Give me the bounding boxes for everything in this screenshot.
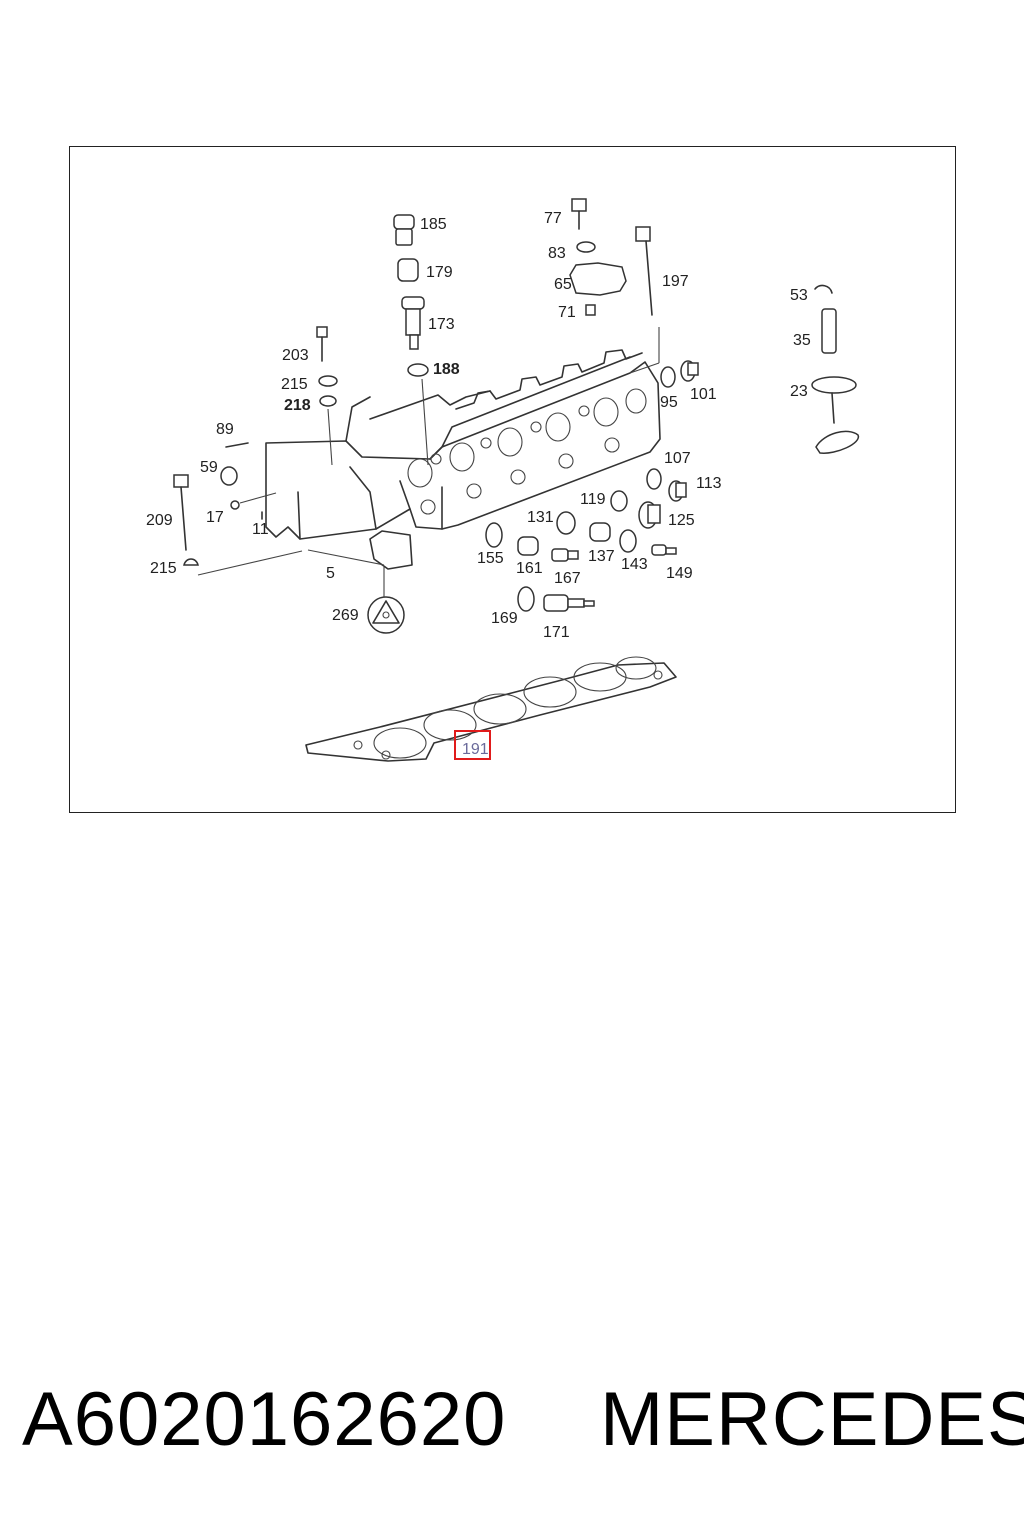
label-11: 11	[252, 521, 269, 538]
washer-83	[576, 241, 596, 253]
part-185	[393, 214, 415, 246]
flange-269	[367, 567, 405, 634]
label-167: 167	[554, 570, 581, 587]
label-59: 59	[200, 459, 218, 476]
clip-53	[814, 284, 833, 294]
label-188: 188	[433, 361, 460, 378]
plug-113	[668, 480, 687, 502]
seal-131	[556, 511, 576, 535]
label-143: 143	[621, 556, 648, 573]
bolt-203	[316, 326, 328, 362]
label-197: 197	[662, 273, 689, 290]
brand-name: MERCEDES	[600, 1377, 1024, 1462]
label-89: 89	[216, 421, 234, 438]
label-269: 269	[332, 607, 359, 624]
label-17: 17	[206, 509, 224, 526]
label-173: 173	[428, 316, 455, 333]
label-53: 53	[790, 287, 808, 304]
bolt-197	[629, 226, 660, 374]
head-gasket-191	[305, 656, 677, 762]
nut-161	[517, 536, 539, 556]
label-119: 119	[580, 491, 606, 508]
bolt-77	[571, 198, 587, 230]
cap-65	[569, 262, 627, 296]
label-95: 95	[660, 394, 678, 411]
callout-labels: 185 179 173 188 77 83 65 71 197 53 35 23…	[146, 210, 811, 758]
tappet-35	[821, 308, 837, 354]
label-113: 113	[696, 475, 722, 492]
plug-125	[638, 501, 661, 529]
ring-188	[407, 363, 429, 377]
label-179: 179	[426, 264, 453, 281]
sensor-167	[551, 548, 579, 562]
label-35: 35	[793, 332, 811, 349]
sensor-149	[651, 544, 677, 556]
part-179	[397, 258, 419, 282]
stud-89	[225, 442, 249, 448]
part-173	[401, 296, 425, 350]
highlight-box-191	[454, 730, 491, 760]
seal-169	[517, 586, 535, 612]
seal-155	[485, 522, 503, 548]
label-71: 71	[558, 304, 576, 321]
label-83: 83	[548, 245, 566, 262]
bolt-209	[173, 474, 189, 551]
label-215b: 215	[150, 560, 177, 577]
label-131: 131	[527, 509, 554, 526]
footer-caption: A6020162620 MERCEDES	[0, 1370, 1024, 1470]
label-77: 77	[544, 210, 562, 227]
label-215: 215	[281, 376, 308, 393]
label-101: 101	[690, 386, 717, 403]
seal-107	[646, 468, 662, 490]
sleeve-71	[585, 304, 596, 316]
ball-17	[230, 500, 240, 510]
sensor-171	[543, 594, 595, 612]
parts-diagram-frame: 185 179 173 188 77 83 65 71 197 53 35 23…	[69, 146, 956, 813]
label-137: 137	[588, 548, 615, 565]
label-185: 185	[420, 216, 447, 233]
label-65: 65	[554, 276, 572, 293]
label-171: 171	[543, 624, 570, 641]
label-155: 155	[477, 550, 504, 567]
label-209: 209	[146, 512, 173, 529]
label-5: 5	[326, 565, 335, 582]
label-203: 203	[282, 347, 309, 364]
nut-137	[589, 522, 611, 542]
seal-143	[619, 529, 637, 553]
washer-215	[318, 375, 338, 387]
plug-101	[680, 360, 699, 382]
ring-218	[319, 395, 337, 407]
part-number: A6020162620	[22, 1377, 507, 1462]
valve-23	[811, 376, 859, 454]
label-23: 23	[790, 383, 808, 400]
label-125: 125	[668, 512, 695, 529]
label-191: 191	[462, 741, 489, 758]
label-161: 161	[516, 560, 543, 577]
label-169: 169	[491, 610, 518, 627]
plug-59	[220, 466, 238, 486]
cylinder-head-body	[265, 349, 661, 570]
label-149: 149	[666, 565, 693, 582]
washer-215b	[183, 558, 199, 566]
cylinder-head-exploded-diagram: 185 179 173 188 77 83 65 71 197 53 35 23…	[146, 198, 859, 762]
seal-119	[610, 490, 628, 512]
seal-95	[660, 366, 676, 388]
label-107: 107	[664, 450, 691, 467]
label-218: 218	[284, 397, 311, 414]
